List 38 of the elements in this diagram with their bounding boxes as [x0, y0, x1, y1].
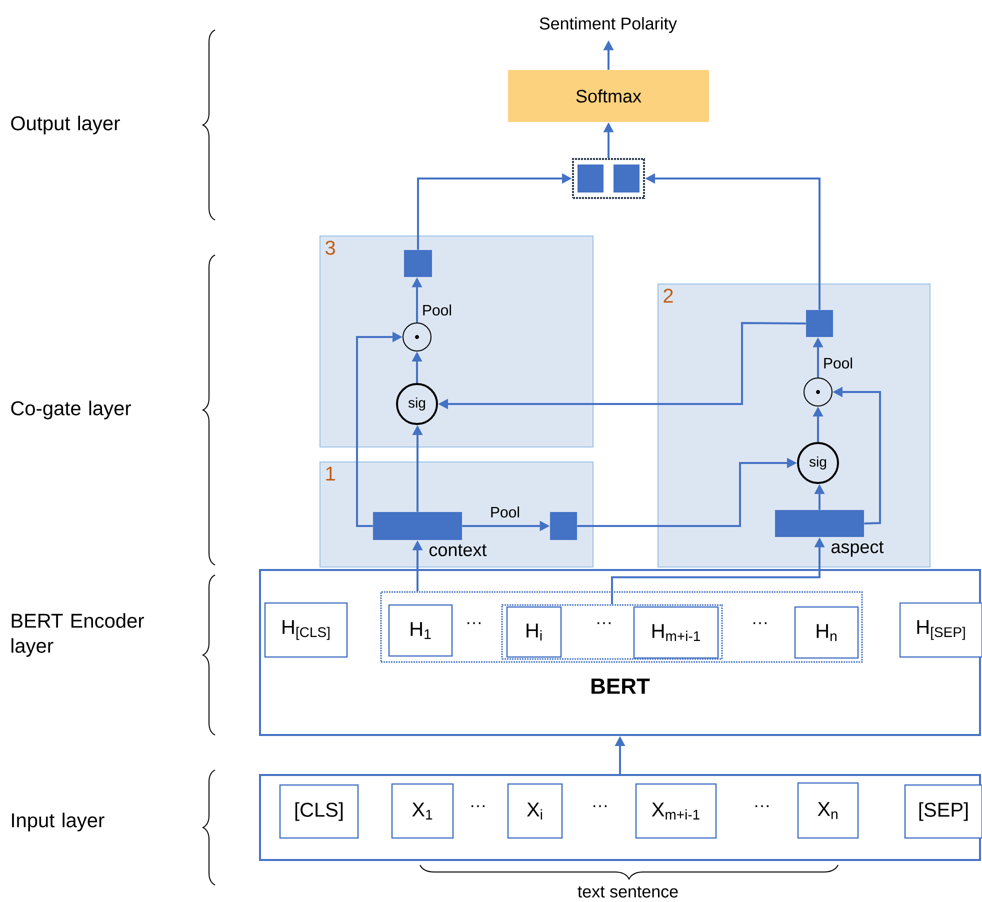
vector-square: [404, 250, 432, 277]
ellipsis: ···: [754, 622, 766, 624]
ellipsis: ···: [468, 622, 480, 624]
vector-square: [806, 310, 833, 337]
ellipsis: ···: [472, 805, 484, 808]
vector-square: [550, 512, 577, 540]
token-box: [CLS]: [279, 784, 359, 839]
ellipsis: ···: [756, 805, 768, 808]
token-box: H$_{i}$: [506, 606, 562, 658]
edge-label: Pool: [822, 356, 854, 370]
vector-caption: aspect: [831, 541, 884, 557]
layer-label: Input layer: [12, 812, 104, 832]
edge-label: Pool: [489, 506, 522, 519]
product-circle: [402, 322, 432, 352]
concat-box: [572, 158, 645, 199]
selection-box: [501, 604, 723, 660]
softmax-box: Softmax: [508, 70, 709, 122]
product-circle: [804, 378, 832, 406]
token-box: X$_{n}$: [797, 782, 859, 839]
layer-label: Co-gate layer: [11, 400, 131, 420]
token-box: H$_{[CLS]}$: [264, 602, 348, 658]
input-box: [259, 774, 982, 861]
token-box: [SEP]: [904, 784, 982, 839]
token-box: H$_{1}$: [388, 604, 453, 657]
layer-label: BERT Encoder layer: [12, 613, 144, 657]
layer-label: Output layer: [11, 116, 120, 134]
ellipsis: ···: [594, 805, 606, 808]
selection-box: [380, 591, 863, 663]
token-box: X$_{i}$: [507, 783, 563, 839]
token-box: X$_{m+i-1}$: [635, 783, 717, 839]
token-box: H$_{[SEP]}$: [899, 602, 982, 658]
brace-label: text sentence: [578, 886, 678, 898]
output-text: Sentiment Polarity: [540, 17, 677, 33]
vector-caption: context: [429, 544, 487, 556]
token-box: H$_{n}$: [794, 606, 859, 659]
ellipsis: ···: [598, 622, 610, 624]
token-box: X$_{1}$: [391, 783, 454, 839]
token-box: H$_{m+i-1}$: [633, 606, 719, 659]
